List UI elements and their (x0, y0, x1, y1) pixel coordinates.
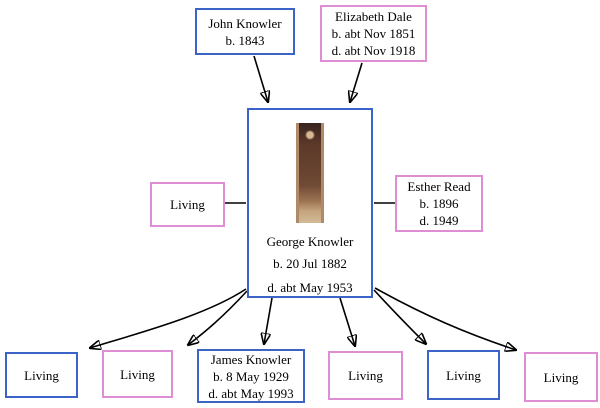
birth-date: b. 8 May 1929 (213, 368, 289, 384)
birth-date: b. 20 Jul 1882 (273, 256, 347, 271)
birth-date: b. abt Nov 1851 (331, 26, 416, 41)
parent-arrow-elizabeth (350, 62, 363, 102)
person-name: George Knowler (266, 234, 354, 249)
person-name: Living (348, 368, 383, 383)
child-arrow-5 (373, 289, 426, 344)
person-name: Living (543, 369, 579, 385)
parent-arrow-john (253, 55, 268, 102)
person-name: Elizabeth Dale (335, 9, 412, 24)
person-name: Living (24, 367, 59, 383)
child-arrow-2 (188, 290, 248, 345)
person-box-esther-read[interactable]: Esther Read b. 1896 d. 1949 (395, 175, 483, 232)
person-name: John Knowler (208, 15, 282, 31)
death-date: d. abt May 1953 (267, 280, 353, 295)
person-box-child-1[interactable]: Living (5, 352, 78, 398)
portrait-photo (296, 123, 324, 223)
death-date: d. 1949 (419, 213, 459, 228)
death-date: d. abt May 1993 (208, 385, 294, 401)
person-box-living-spouse[interactable]: Living (150, 182, 225, 227)
birth-date: b. 1896 (419, 196, 459, 211)
person-box-child-4[interactable]: Living (328, 351, 403, 400)
person-name: Esther Read (407, 179, 471, 194)
person-box-elizabeth-dale[interactable]: Elizabeth Dale b. abt Nov 1851 d. abt No… (320, 5, 427, 62)
child-arrow-4 (339, 297, 355, 346)
person-name: Living (170, 197, 205, 212)
person-box-george-knowler[interactable]: George Knowler b. 20 Jul 1882 d. abt May… (247, 108, 373, 298)
person-box-john-knowler[interactable]: John Knowler b. 1843 (195, 8, 295, 55)
child-arrow-3 (264, 297, 273, 344)
person-box-child-2[interactable]: Living (102, 350, 173, 398)
person-box-james-knowler[interactable]: James Knowler b. 8 May 1929 d. abt May 1… (197, 349, 305, 403)
child-arrow-6 (374, 287, 516, 350)
person-box-child-5[interactable]: Living (427, 350, 500, 400)
death-date: d. abt Nov 1918 (331, 43, 416, 58)
person-name: Living (446, 367, 481, 383)
child-arrow-1 (90, 288, 247, 348)
birth-date: b. 1843 (225, 32, 265, 48)
person-box-child-6[interactable]: Living (524, 352, 598, 402)
person-name: James Knowler (210, 351, 292, 367)
person-name: Living (120, 366, 155, 382)
